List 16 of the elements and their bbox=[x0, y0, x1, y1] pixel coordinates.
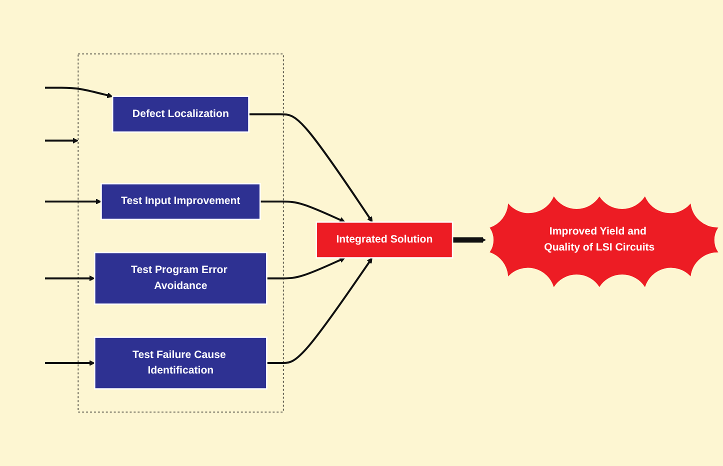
node-box: Test Failure Cause Identification bbox=[94, 336, 268, 390]
arrow bbox=[248, 113, 373, 222]
arrow bbox=[260, 200, 346, 223]
node-box: Test Program Error Avoidance bbox=[94, 252, 268, 305]
arrow bbox=[266, 257, 346, 280]
arrow bbox=[45, 360, 95, 366]
arrow bbox=[45, 86, 113, 98]
arrow bbox=[45, 275, 95, 282]
arrow bbox=[45, 138, 78, 144]
arrow bbox=[266, 258, 372, 364]
arrow bbox=[45, 198, 102, 204]
node-box: Defect Localization bbox=[112, 96, 250, 133]
node-box: Integrated Solution bbox=[316, 221, 454, 258]
node-box: Test Input Improvement bbox=[100, 183, 261, 220]
cluster bbox=[78, 54, 284, 412]
arrow bbox=[452, 237, 486, 243]
